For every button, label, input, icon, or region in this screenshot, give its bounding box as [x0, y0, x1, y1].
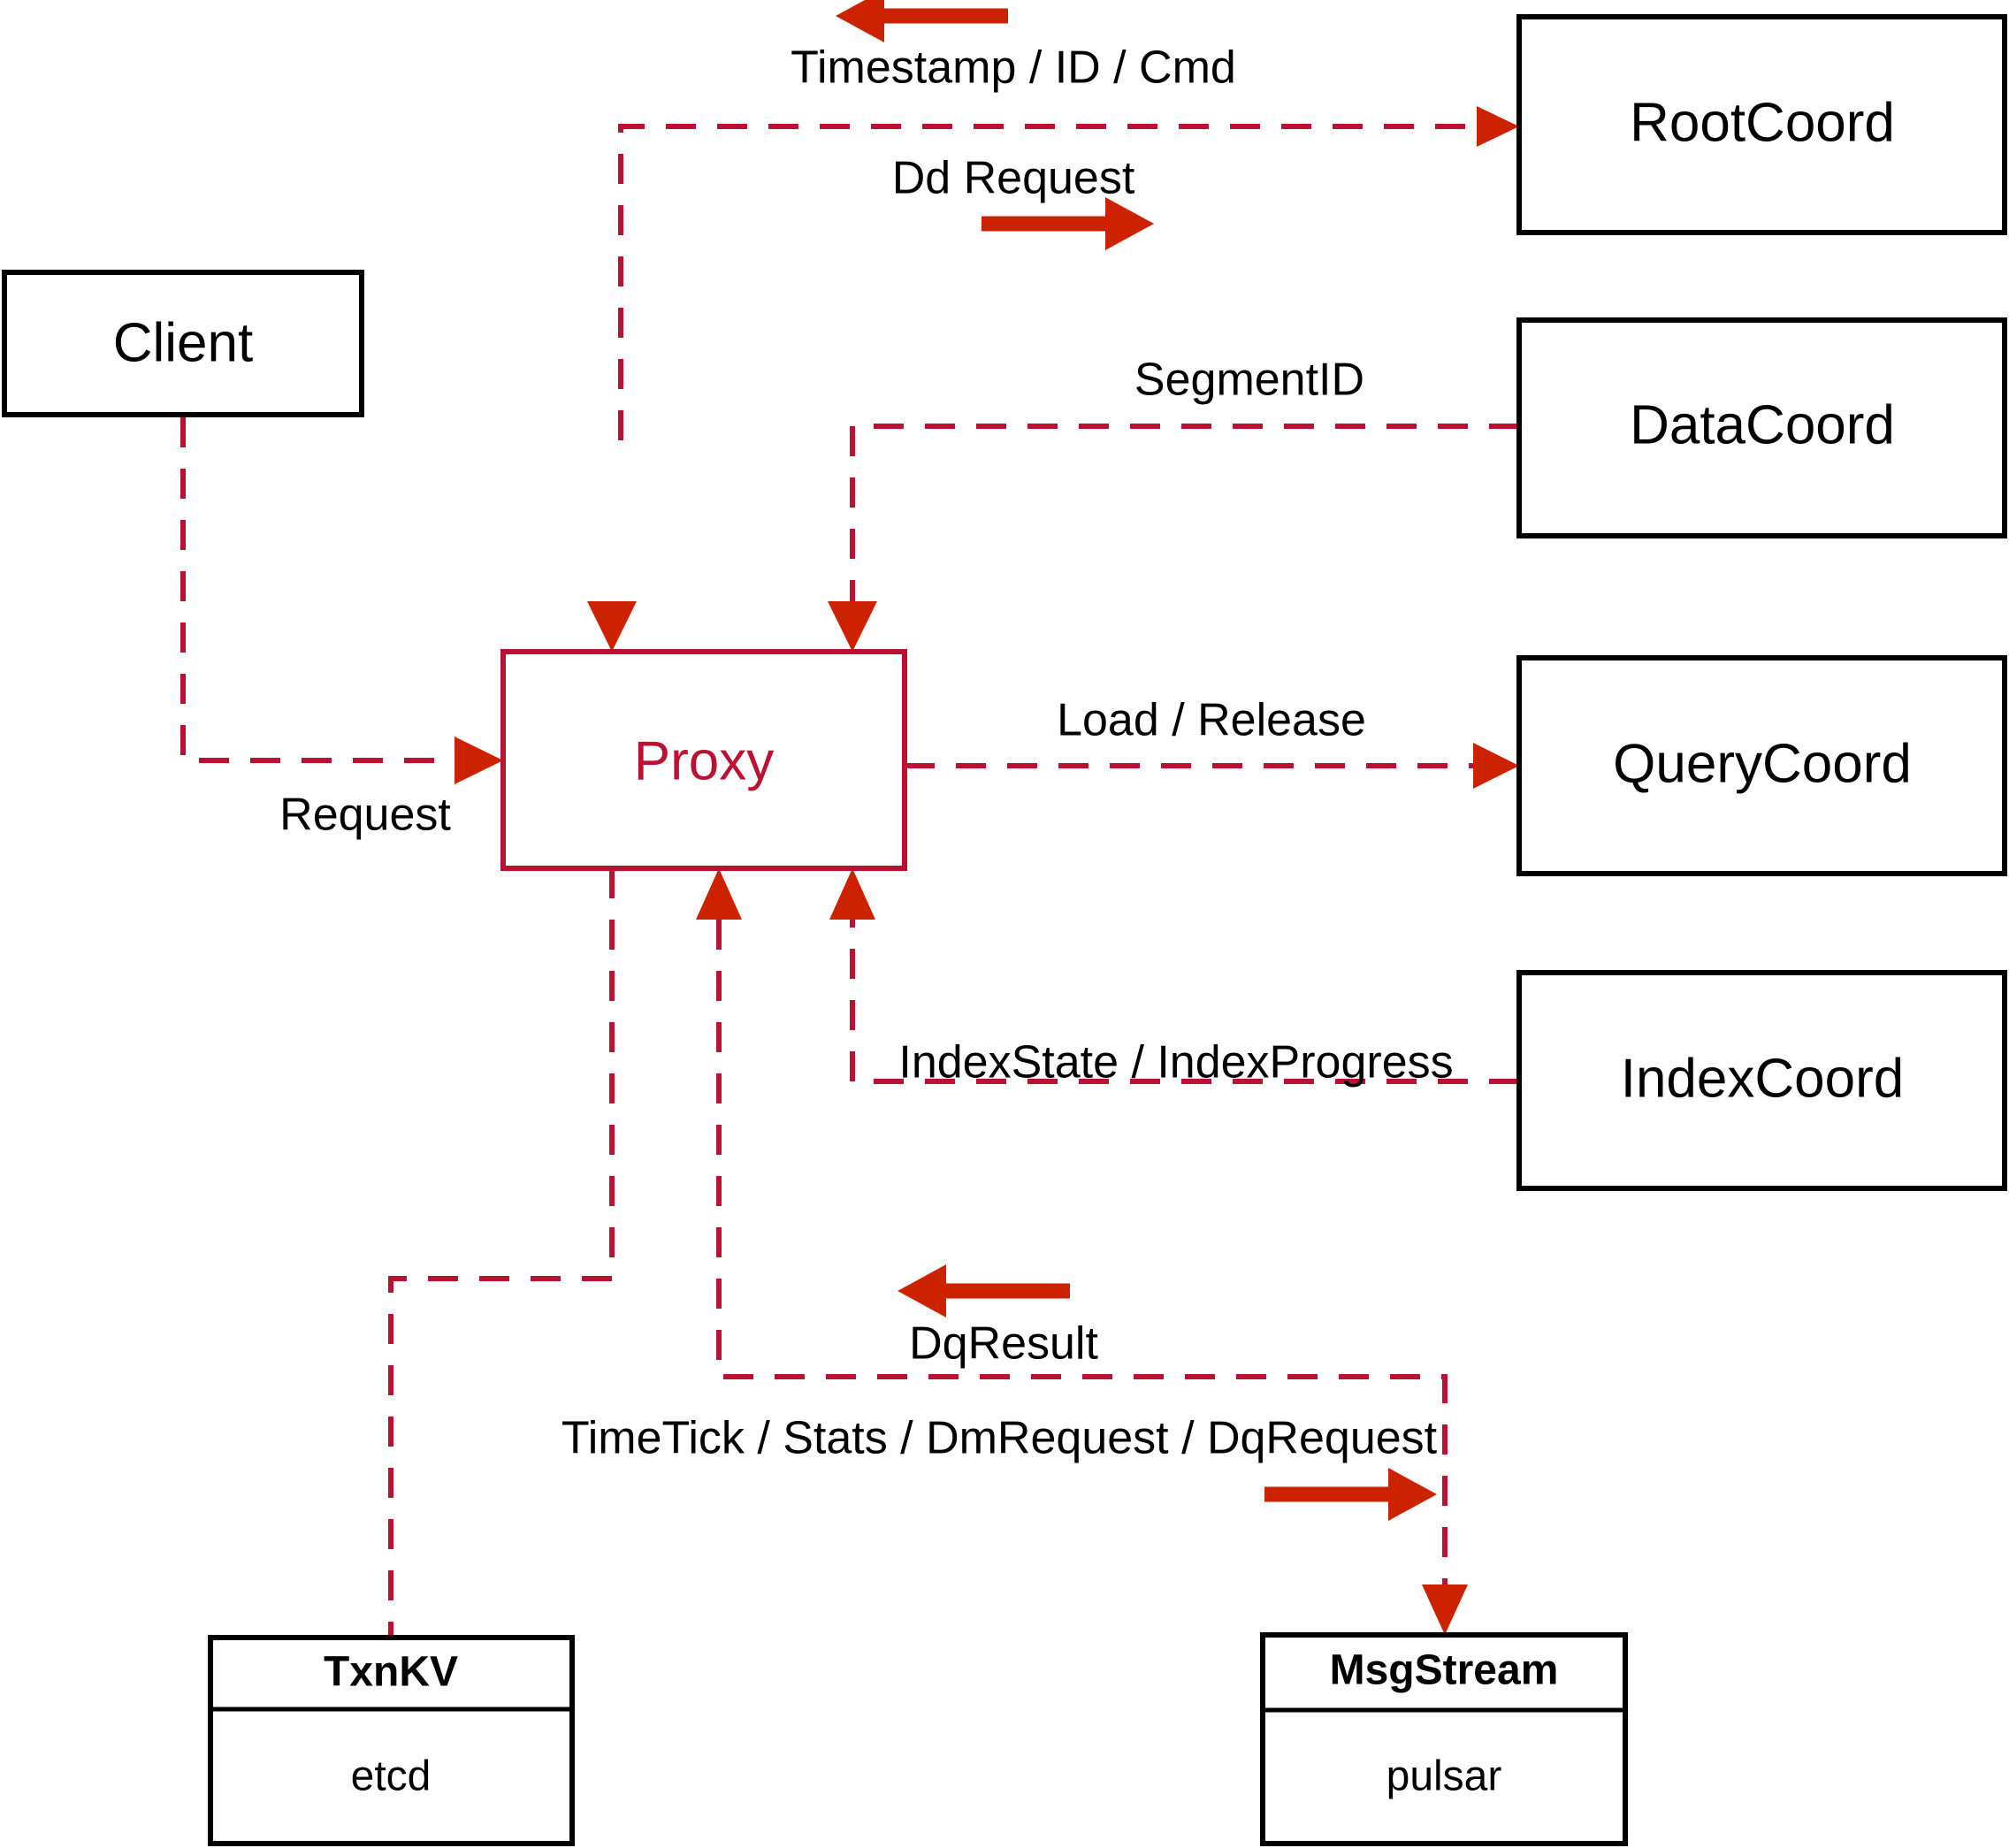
client-label: Client	[113, 312, 254, 373]
arrow-head-proxy-top-right-icon	[828, 601, 877, 652]
msgstream-implementation: pulsar	[1386, 1753, 1502, 1800]
node-proxy[interactable]: Proxy	[500, 649, 907, 871]
proxy-box[interactable]	[500, 649, 907, 871]
proxy-label: Proxy	[634, 730, 774, 791]
arrow-head-proxy-left-icon	[455, 737, 503, 784]
msgstream-title: MsgStream	[1330, 1647, 1559, 1694]
txnkv-title: TxnKV	[324, 1649, 458, 1696]
edge-indexcoord-proxy	[850, 920, 1519, 1084]
edge-datacoord-proxy	[850, 424, 1519, 610]
arrow-right-icon-timetick	[1264, 1468, 1437, 1521]
rootcoord-box[interactable]	[1516, 14, 2007, 235]
edge-label-dd-request: Dd Request	[892, 153, 1135, 204]
arrow-left-icon-dqresult	[898, 1264, 1070, 1317]
edge-label-load-release: Load / Release	[1057, 695, 1366, 746]
arrow-head-proxy-top-left-icon	[587, 601, 637, 652]
indexcoord-box[interactable]	[1516, 970, 2007, 1191]
arrow-right-icon-dd-request	[982, 197, 1154, 250]
edge-label-request: Request	[279, 790, 451, 841]
msgstream-box[interactable]	[1260, 1632, 1628, 1846]
node-datacoord[interactable]: DataCoord	[1516, 317, 2007, 538]
node-msgstream[interactable]: MsgStream pulsar	[1260, 1632, 1628, 1846]
edge-label-segment-id: SegmentID	[1134, 355, 1364, 406]
edge-proxy-rootcoord	[618, 124, 1494, 440]
edge-proxy-msgstream	[716, 920, 1448, 1592]
node-rootcoord[interactable]: RootCoord	[1516, 14, 2007, 235]
node-indexcoord[interactable]: IndexCoord	[1516, 970, 2007, 1191]
arrow-head-proxy-bottom-left-icon	[696, 868, 742, 920]
querycoord-box[interactable]	[1516, 655, 2007, 876]
node-querycoord[interactable]: QueryCoord	[1516, 655, 2007, 876]
querycoord-label: QueryCoord	[1613, 733, 1912, 794]
txnkv-implementation: etcd	[351, 1753, 432, 1800]
node-client[interactable]: Client	[2, 270, 364, 417]
edge-label-index-state-progress: IndexState / IndexProgress	[898, 1037, 1453, 1088]
datacoord-box[interactable]	[1516, 317, 2007, 538]
datacoord-label: DataCoord	[1630, 394, 1895, 455]
arrow-left-icon-timestamp	[836, 0, 1008, 42]
rootcoord-label: RootCoord	[1630, 92, 1895, 153]
indexcoord-label: IndexCoord	[1621, 1048, 1905, 1109]
edge-label-dq-result: DqResult	[909, 1318, 1098, 1370]
arrow-head-querycoord-icon	[1473, 743, 1519, 789]
arrow-head-proxy-bottom-right-icon	[829, 868, 875, 920]
edge-label-timestamp-id-cmd: Timestamp / ID / Cmd	[791, 42, 1236, 94]
client-box[interactable]	[2, 270, 364, 417]
arrow-head-rootcoord-icon	[1477, 106, 1519, 147]
node-txnkv[interactable]: TxnKV etcd	[208, 1635, 575, 1846]
txnkv-box[interactable]	[208, 1635, 575, 1846]
edge-proxy-txnkv	[388, 868, 615, 1638]
edge-label-timetick-stats: TimeTick / Stats / DmRequest / DqRequest	[561, 1413, 1438, 1464]
edge-client-proxy	[180, 417, 464, 763]
arrow-head-msgstream-icon	[1422, 1585, 1468, 1635]
